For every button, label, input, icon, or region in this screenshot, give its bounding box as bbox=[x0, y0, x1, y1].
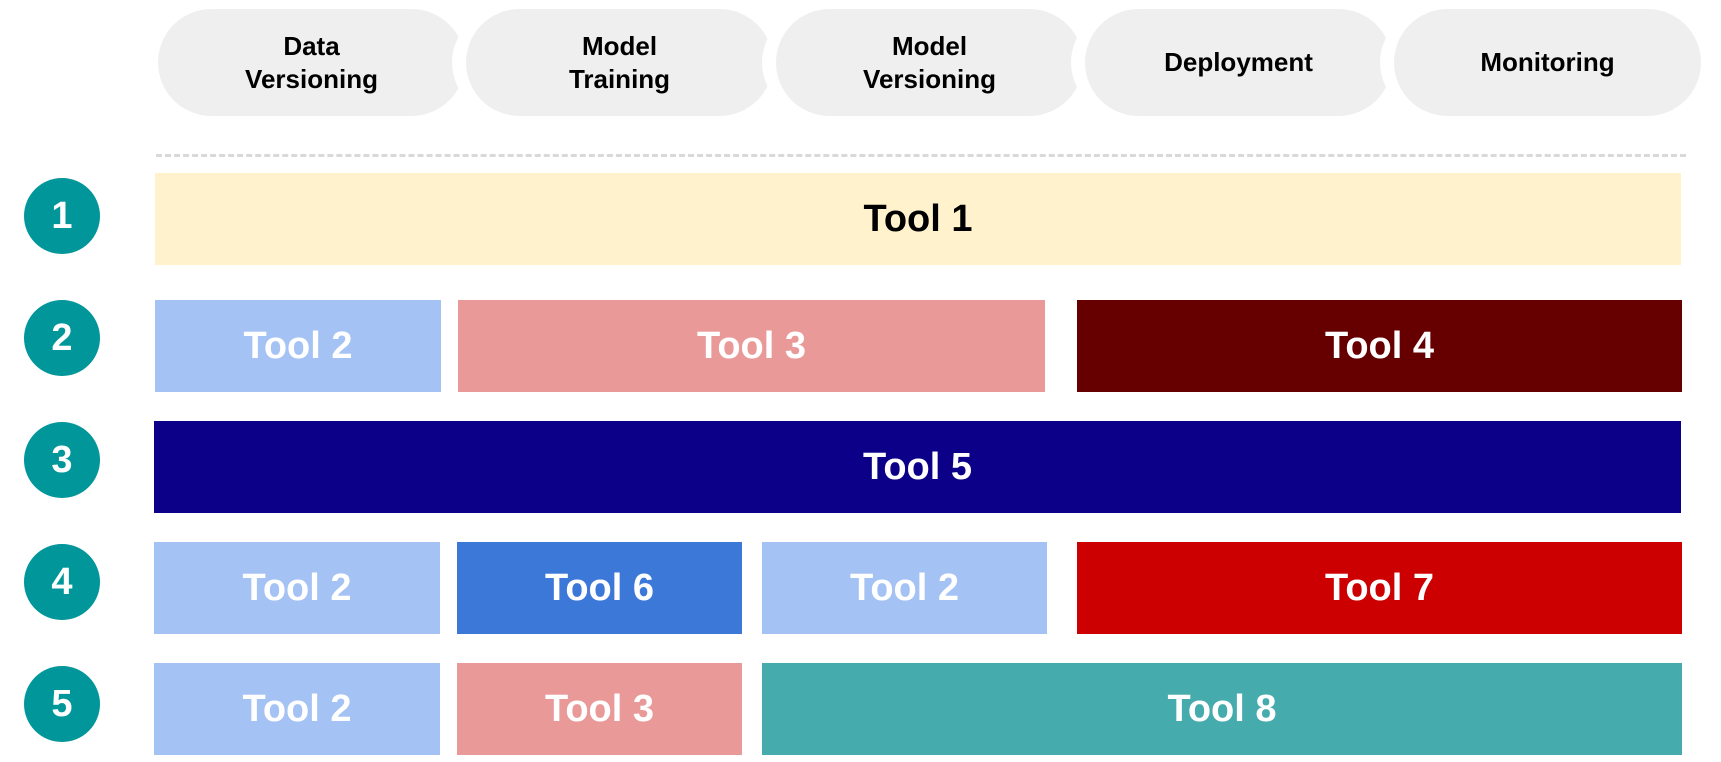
row-badge-2: 2 bbox=[24, 300, 100, 376]
tool-block: Tool 6 bbox=[457, 542, 742, 634]
tool-block: Tool 3 bbox=[458, 300, 1045, 392]
header-divider bbox=[156, 154, 1686, 157]
stage-data-versioning: Data Versioning bbox=[158, 9, 465, 116]
tool-block: Tool 8 bbox=[762, 663, 1682, 755]
tool-block: Tool 1 bbox=[155, 173, 1681, 265]
stage-monitoring: Monitoring bbox=[1394, 9, 1701, 116]
row-badge-4: 4 bbox=[24, 544, 100, 620]
tool-block: Tool 2 bbox=[762, 542, 1047, 634]
stage-model-training: Model Training bbox=[466, 9, 773, 116]
tool-block: Tool 7 bbox=[1077, 542, 1682, 634]
stage-deployment: Deployment bbox=[1085, 9, 1392, 116]
tool-block: Tool 4 bbox=[1077, 300, 1682, 392]
row-badge-3: 3 bbox=[24, 422, 100, 498]
row-badge-5: 5 bbox=[24, 666, 100, 742]
tool-block: Tool 2 bbox=[154, 663, 440, 755]
stage-model-versioning: Model Versioning bbox=[776, 9, 1083, 116]
tool-block: Tool 3 bbox=[457, 663, 742, 755]
tool-block: Tool 2 bbox=[154, 542, 440, 634]
row-badge-1: 1 bbox=[24, 178, 100, 254]
tool-block: Tool 2 bbox=[155, 300, 441, 392]
tool-block: Tool 5 bbox=[154, 421, 1681, 513]
